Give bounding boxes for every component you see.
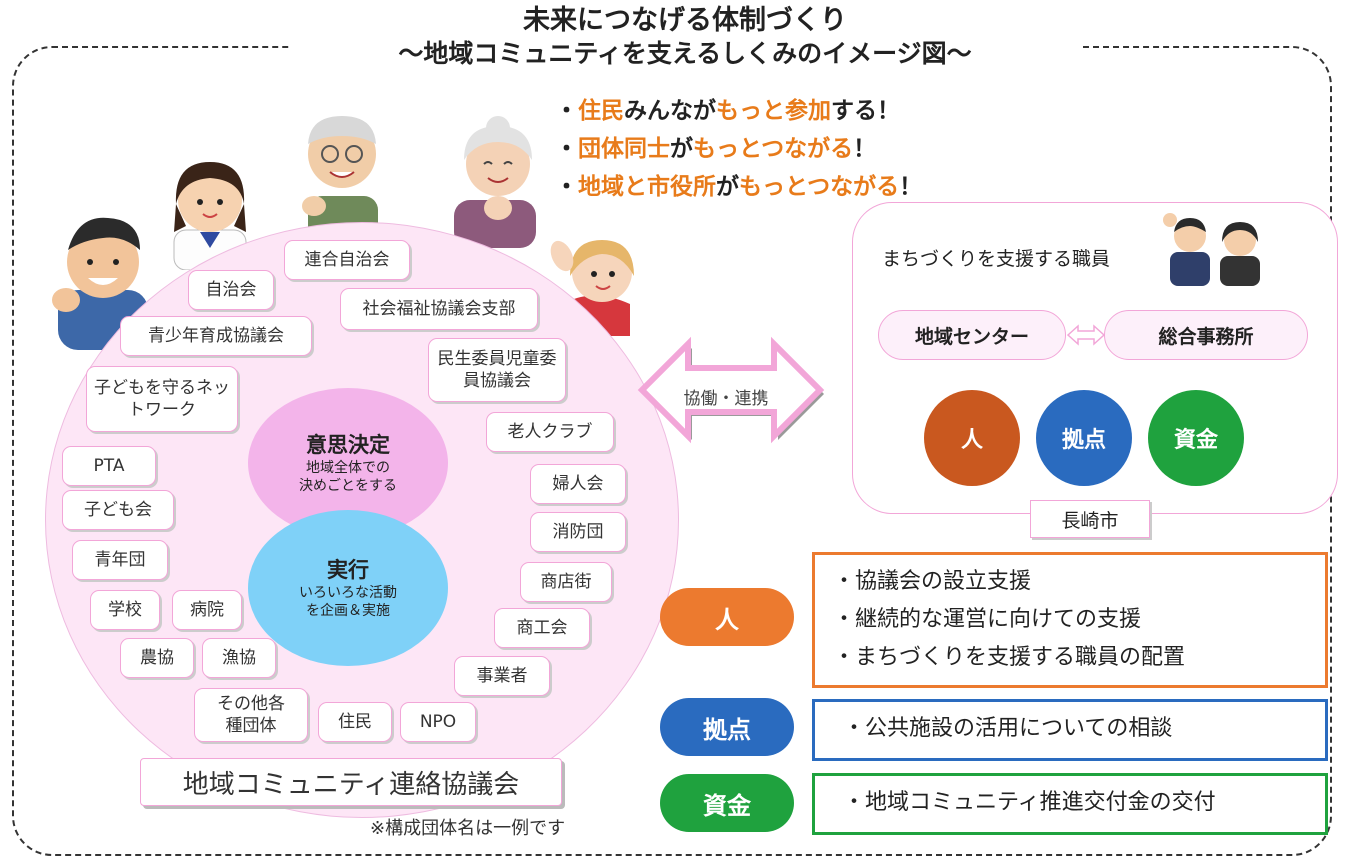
city-staff-icon bbox=[1163, 213, 1260, 286]
member-box: その他各種団体 bbox=[194, 688, 308, 742]
support-item: ・継続的な運営に向けての支援 bbox=[833, 607, 1142, 632]
member-box: 漁協 bbox=[202, 638, 276, 678]
support-box-funds: ・地域コミュニティ推進交付金の交付 bbox=[812, 773, 1328, 835]
support-oval-funds: 資金 bbox=[660, 774, 794, 832]
support-item: ・協議会の設立支援 bbox=[833, 569, 1032, 594]
member-box: 青年団 bbox=[72, 540, 168, 580]
title-block: 未来につなげる体制づくり 〜地域コミュニティを支えるしくみのイメージ図〜 bbox=[290, 4, 1080, 70]
cooperation-label: 協働・連携 bbox=[683, 389, 769, 409]
member-box: 青少年育成協議会 bbox=[120, 316, 312, 356]
resource-base: 拠点 bbox=[1036, 390, 1132, 486]
support-box-people: ・協議会の設立支援 ・継続的な運営に向けての支援 ・まちづくりを支援する職員の配… bbox=[812, 552, 1328, 688]
goal-part: が bbox=[670, 136, 693, 162]
decision-title: 意思決定 bbox=[306, 433, 390, 457]
member-box: PTA bbox=[62, 446, 156, 486]
goal-part: ！ bbox=[899, 174, 923, 200]
resident-man-icon bbox=[52, 217, 148, 350]
note-text: ※構成団体名は一例です bbox=[370, 818, 566, 839]
resource-people: 人 bbox=[924, 390, 1020, 486]
member-box: 病院 bbox=[172, 590, 242, 630]
goal-part: する！ bbox=[831, 98, 900, 124]
decision-desc-2: 決めごとをする bbox=[299, 478, 397, 494]
member-box: 農協 bbox=[120, 638, 194, 678]
goal-part: ・ bbox=[555, 98, 578, 124]
support-box-base: ・公共施設の活用についての相談 bbox=[812, 699, 1328, 761]
goal-part: ・ bbox=[555, 174, 578, 200]
support-item: ・まちづくりを支援する職員の配置 bbox=[833, 645, 1186, 670]
member-box: 住民 bbox=[318, 702, 392, 742]
goal-part: が bbox=[716, 174, 739, 200]
page-title: 未来につなげる体制づくり bbox=[523, 5, 847, 36]
office-arrow-icon bbox=[1066, 324, 1106, 346]
execution-desc-1: いろいろな活動 bbox=[299, 585, 397, 601]
goal-part: 地域と市役所 bbox=[578, 174, 716, 200]
member-box: 民生委員児童委員協議会 bbox=[428, 338, 566, 402]
resource-funds: 資金 bbox=[1148, 390, 1244, 486]
decision-desc-1: 地域全体での bbox=[306, 460, 390, 476]
goal-part: ！ bbox=[853, 136, 877, 162]
double-arrow-icon bbox=[637, 336, 825, 444]
goal-part: みんなが bbox=[624, 98, 716, 124]
member-box: 子ども会 bbox=[62, 490, 174, 530]
staff-label: まちづくりを支援する職員 bbox=[882, 248, 1111, 270]
execution-title: 実行 bbox=[327, 558, 369, 582]
elderly-woman-icon bbox=[454, 116, 536, 248]
goal-part: 団体同士 bbox=[578, 136, 670, 162]
member-box: 社会福祉協議会支部 bbox=[340, 288, 538, 330]
member-box: 学校 bbox=[90, 590, 160, 630]
goal-2: ・団体同士がもっとつながる！ bbox=[555, 134, 876, 164]
office-chiiki-center: 地域センター bbox=[878, 310, 1066, 360]
support-item: ・公共施設の活用についての相談 bbox=[843, 716, 1173, 741]
goal-part: もっとつながる bbox=[739, 174, 900, 200]
member-box: 自治会 bbox=[188, 270, 274, 310]
goal-3: ・地域と市役所がもっとつながる！ bbox=[555, 172, 922, 202]
council-label: 地域コミュニティ連絡協議会 bbox=[140, 758, 562, 806]
member-box: 子どもを守るネットワーク bbox=[86, 366, 238, 432]
member-box: NPO bbox=[400, 702, 476, 742]
support-oval-people: 人 bbox=[660, 588, 794, 646]
execution-circle: 実行 いろいろな活動 を企画＆実施 bbox=[248, 510, 448, 666]
member-box: 消防団 bbox=[530, 512, 626, 552]
member-box: 婦人会 bbox=[530, 464, 626, 504]
page-subtitle: 〜地域コミュニティを支えるしくみのイメージ図〜 bbox=[398, 39, 972, 68]
goal-part: 住民 bbox=[578, 98, 624, 124]
goal-part: もっと参加 bbox=[716, 98, 831, 124]
member-box: 商店街 bbox=[520, 562, 612, 602]
member-box: 事業者 bbox=[454, 656, 550, 696]
support-oval-base: 拠点 bbox=[660, 698, 794, 756]
member-box: 老人クラブ bbox=[486, 412, 614, 452]
goal-1: ・住民みんながもっと参加する！ bbox=[555, 96, 900, 126]
goal-part: もっとつながる bbox=[693, 136, 854, 162]
goal-part: ・ bbox=[555, 136, 578, 162]
support-item: ・地域コミュニティ推進交付金の交付 bbox=[843, 790, 1216, 815]
member-box: 商工会 bbox=[494, 608, 590, 648]
office-sogo-jimusho: 総合事務所 bbox=[1104, 310, 1308, 360]
city-name: 長崎市 bbox=[1030, 500, 1150, 538]
execution-desc-2: を企画＆実施 bbox=[306, 603, 390, 619]
member-box: 連合自治会 bbox=[284, 240, 410, 280]
